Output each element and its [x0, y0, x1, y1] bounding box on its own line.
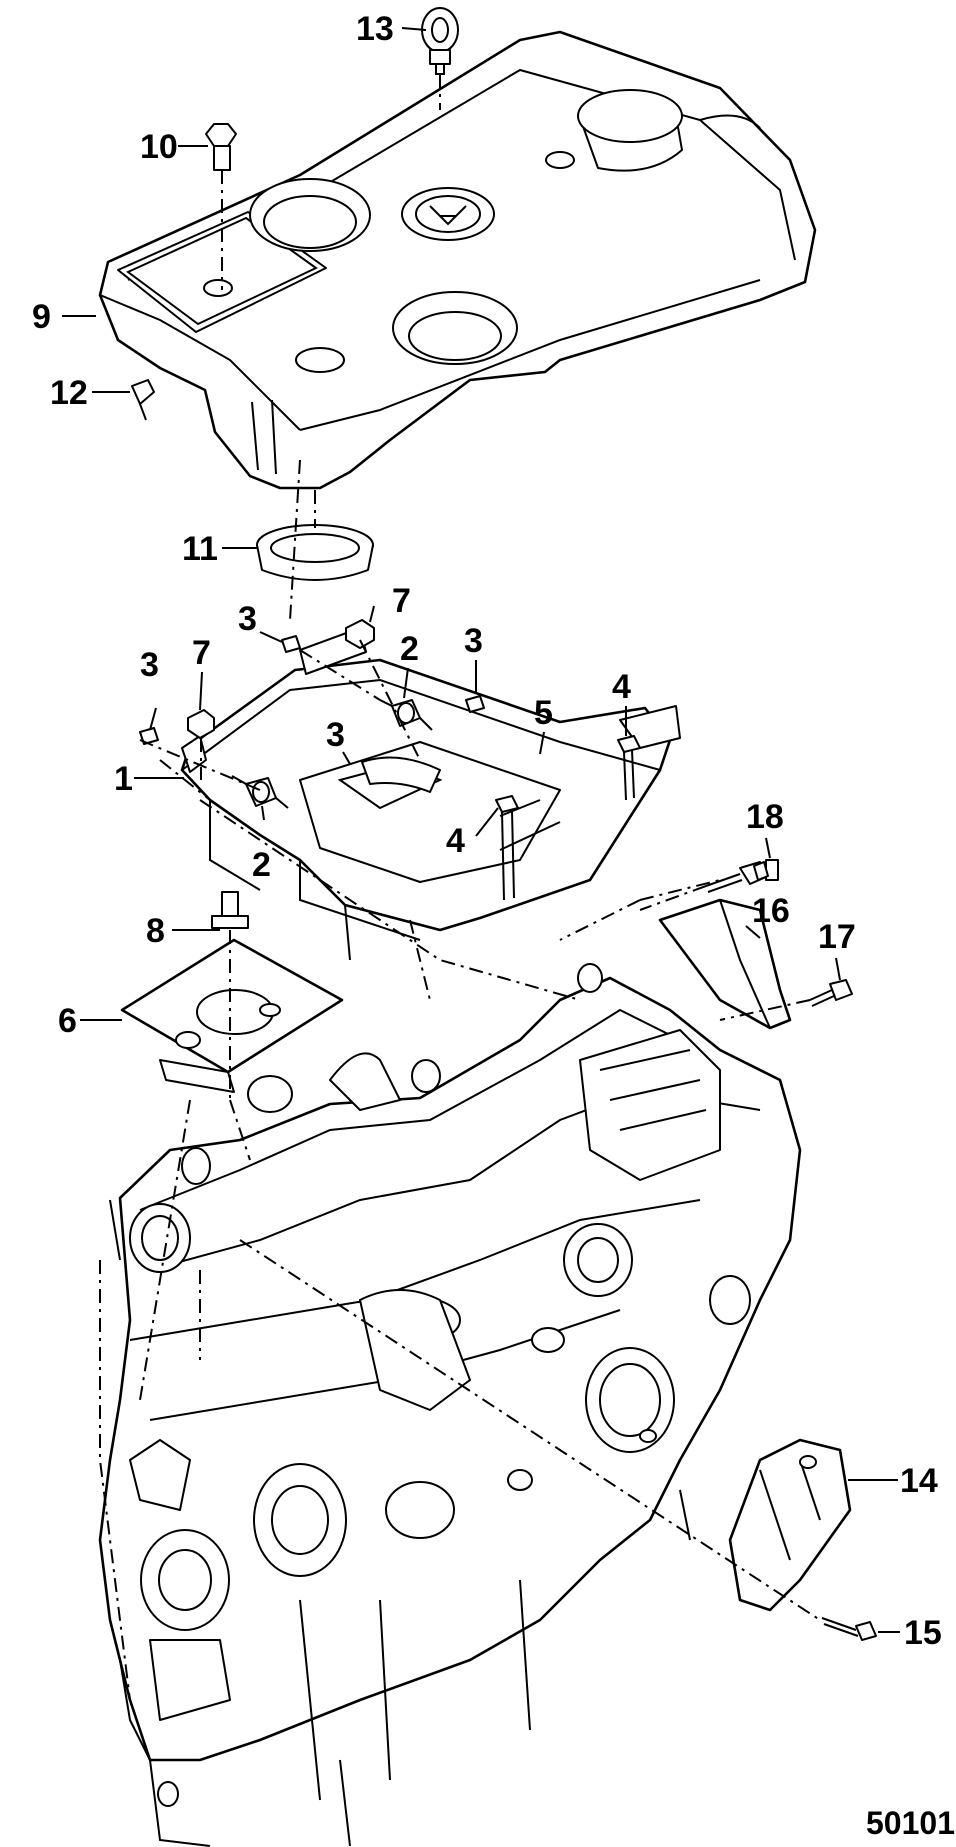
callout-14: 14: [900, 1462, 938, 1500]
cap-nut-parts: [187, 619, 375, 780]
callout-17: 17: [818, 918, 856, 956]
engine-block: [98, 963, 802, 1847]
cover-clip-part: [131, 379, 155, 421]
callout-7: 7: [392, 582, 411, 620]
callout-3: 3: [238, 600, 257, 638]
cover-bolt-part: [205, 123, 237, 290]
callout-18: 18: [746, 798, 784, 836]
callout-4: 4: [612, 668, 631, 706]
alignment-lines: [99, 74, 821, 1701]
sensor-stud-part: [211, 891, 249, 1100]
callout-15: 15: [904, 1614, 942, 1652]
mount-bracket-part: [728, 1438, 852, 1612]
gasket-plate-part: [120, 938, 344, 1093]
screw-parts: [705, 859, 877, 1641]
callout-4: 4: [446, 822, 465, 860]
sensor-parts: [231, 699, 433, 809]
callout-16: 16: [752, 892, 790, 930]
lifting-eye-part: [421, 7, 459, 75]
reference-number: 50101: [866, 1805, 955, 1841]
callout-labels: 13 10 9 12 11 3 7 3 7 2 3 4 5 3 1 4 2 18…: [32, 10, 942, 1652]
callout-3: 3: [140, 646, 159, 684]
seal-ring-part: [256, 490, 374, 581]
callout-1: 1: [114, 760, 133, 798]
callout-12: 12: [50, 374, 88, 412]
leader-lines: [62, 27, 900, 1633]
callout-3: 3: [464, 622, 483, 660]
bolt-parts: [495, 735, 641, 901]
side-bracket-part: [639, 879, 792, 1030]
callout-10: 10: [140, 128, 178, 166]
callout-2: 2: [252, 846, 271, 884]
callout-13: 13: [356, 10, 394, 48]
engine-cover: [98, 30, 817, 490]
callout-8: 8: [146, 912, 165, 950]
callout-2: 2: [400, 630, 419, 668]
callout-5: 5: [534, 694, 553, 732]
callout-11: 11: [182, 530, 218, 568]
bracket-assembly: [180, 627, 681, 961]
callout-9: 9: [32, 298, 51, 336]
callout-7: 7: [192, 634, 211, 672]
callout-3: 3: [326, 716, 345, 754]
callout-6: 6: [58, 1002, 77, 1040]
